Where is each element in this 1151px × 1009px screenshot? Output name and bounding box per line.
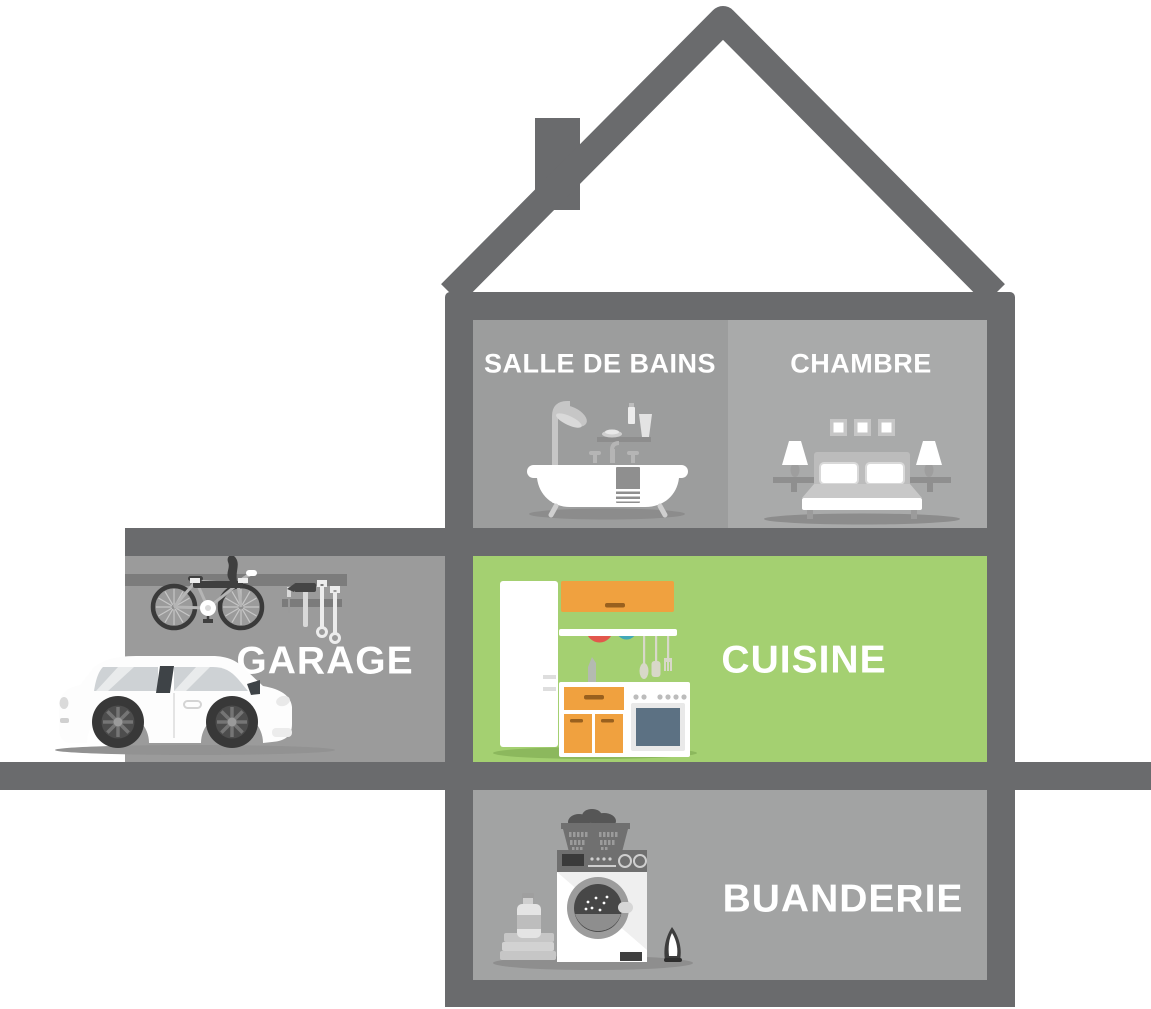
room-label-garage: GARAGE bbox=[236, 639, 414, 683]
room-label-buanderie: BUANDERIE bbox=[722, 877, 964, 921]
roof-base-beam bbox=[445, 292, 1015, 320]
left-wall bbox=[445, 298, 473, 1007]
room-panel-cuisine[interactable] bbox=[473, 556, 987, 762]
room-label-chambre: CHAMBRE bbox=[790, 348, 932, 379]
foundation-beam bbox=[445, 980, 1015, 1007]
mid-floor-beam bbox=[125, 528, 1015, 556]
room-label-salle-de-bains: SALLE DE BAINS bbox=[483, 348, 717, 379]
chimney bbox=[535, 118, 580, 210]
roof bbox=[441, 6, 1005, 304]
ground-floor-slab bbox=[0, 762, 1151, 790]
right-wall bbox=[987, 298, 1015, 1007]
room-label-cuisine: CUISINE bbox=[721, 638, 887, 682]
